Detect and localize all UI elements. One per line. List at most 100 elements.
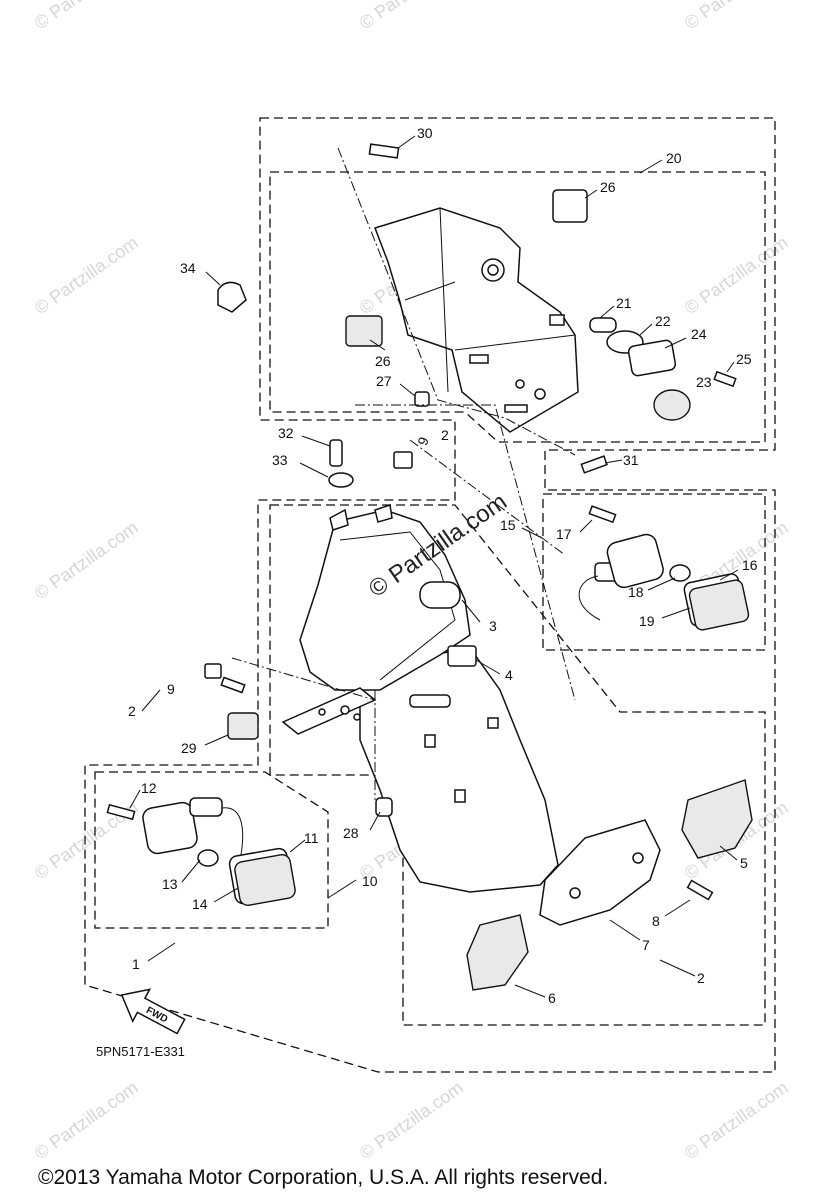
leader — [661, 607, 691, 619]
guide-line — [409, 439, 566, 556]
bracket-slot — [549, 314, 565, 326]
leader — [521, 527, 543, 539]
flasher-wire — [221, 807, 244, 861]
leader — [514, 984, 546, 998]
bulb-21 — [589, 317, 617, 333]
guide-line — [337, 147, 576, 456]
guide-lines — [231, 147, 576, 800]
reflector-housing-24 — [627, 339, 677, 377]
callout-16: 16 — [742, 557, 758, 573]
watermark: © Partzilla.com — [31, 232, 142, 318]
callout-5: 5 — [740, 855, 748, 871]
lens-23 — [653, 389, 691, 421]
callout-14: 14 — [192, 896, 208, 912]
bracket-slot — [469, 354, 489, 364]
callout-4: 4 — [505, 667, 513, 683]
callout-21: 21 — [616, 295, 632, 311]
flasher-body — [142, 801, 198, 855]
leader — [147, 942, 176, 962]
watermark: © Partzilla.com — [356, 0, 467, 33]
leader — [726, 361, 735, 373]
tail-light-housing — [299, 504, 471, 691]
grommet-26-left — [345, 315, 383, 347]
flasher-bolt — [588, 505, 617, 524]
leader — [204, 734, 229, 746]
rear-lens-parts — [466, 779, 753, 991]
leader — [399, 383, 416, 397]
callout-23: 23 — [696, 374, 712, 390]
guide-line — [231, 657, 376, 701]
left-flasher — [106, 797, 296, 906]
side-reflector-right — [681, 779, 753, 859]
callout-7: 7 — [642, 937, 650, 953]
leader — [639, 159, 663, 174]
boundary-tail-light-assembly — [84, 117, 776, 1073]
callout-32: 32 — [278, 425, 294, 441]
callout-3: 3 — [489, 618, 497, 634]
leader — [141, 689, 161, 712]
callout-2: 2 — [697, 970, 705, 986]
callout-24: 24 — [691, 326, 707, 342]
leader — [584, 189, 598, 199]
callout-13: 13 — [162, 876, 178, 892]
watermark: © Partzilla.com — [356, 1077, 467, 1163]
callout-10: 10 — [362, 873, 378, 889]
reflector-socket-inner — [487, 264, 499, 276]
callout-leaders — [129, 135, 739, 998]
watermark: © Partzilla.com — [681, 1077, 792, 1163]
leader — [213, 887, 239, 903]
callout-17: 17 — [556, 526, 572, 542]
callout-30: 30 — [417, 125, 433, 141]
washer-33 — [328, 472, 354, 488]
leader — [599, 305, 615, 319]
bracket-hole — [515, 379, 525, 389]
leader — [475, 659, 501, 675]
fender-slot — [487, 717, 499, 729]
leader — [647, 577, 676, 591]
clip-9-top — [393, 451, 413, 469]
callout-22: 22 — [655, 313, 671, 329]
right-flasher — [578, 505, 750, 631]
callout-25: 25 — [736, 351, 752, 367]
bolt-31 — [580, 455, 608, 474]
callout-6: 6 — [548, 990, 556, 1006]
damper-29 — [227, 712, 259, 740]
fender-slot — [454, 789, 466, 803]
grommet-26-top — [552, 189, 588, 223]
callout-29: 29 — [181, 740, 197, 756]
tail-lens-cover — [539, 819, 661, 926]
guide-line — [355, 404, 576, 701]
assembly-boundaries — [84, 117, 776, 1073]
lens-screw — [686, 879, 714, 901]
leader — [301, 435, 331, 447]
rear-fender — [359, 647, 559, 893]
bracket-arm-hole — [340, 705, 350, 715]
housing-tab — [329, 508, 349, 531]
leader — [369, 811, 381, 831]
side-reflector-left — [466, 914, 529, 991]
fwd-arrow-shape — [120, 988, 186, 1035]
leader — [181, 859, 201, 883]
boundary-right-flasher — [542, 493, 766, 651]
flasher-lens — [688, 579, 750, 631]
callout-1: 1 — [132, 956, 140, 972]
leader — [327, 879, 357, 899]
leader — [369, 339, 386, 351]
fwd-arrow: FWD — [120, 988, 186, 1035]
clamp-34 — [217, 281, 247, 313]
screw-2-left — [220, 676, 246, 694]
leader — [299, 462, 329, 478]
leader — [719, 845, 738, 861]
leader — [609, 919, 641, 941]
copyright-notice: ©2013 Yamaha Motor Corporation, U.S.A. A… — [38, 1166, 609, 1189]
flasher-body — [606, 533, 664, 589]
leader — [664, 337, 687, 349]
callout-31: 31 — [623, 452, 639, 468]
leader — [579, 519, 593, 533]
license-bracket-body — [374, 207, 579, 433]
watermark: © Partzilla.com — [31, 0, 142, 33]
bracket-slot — [504, 404, 528, 413]
callout-labels: 30 20 26 34 21 22 24 26 25 23 27 32 9 2 … — [128, 125, 758, 1006]
flasher-bulb — [197, 849, 219, 867]
